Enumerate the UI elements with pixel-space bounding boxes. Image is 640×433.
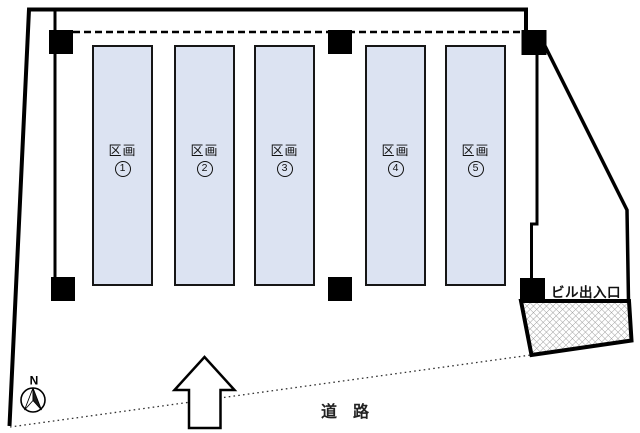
section-4-label: 区画: [381, 142, 410, 158]
entrance-arrow-icon: [171, 355, 238, 430]
section-1-number: 1: [114, 160, 131, 177]
site-boundary-left-top: [7, 7, 528, 427]
pillar-top-middle: [328, 30, 352, 54]
building-forecourt-hatched-area: [518, 299, 634, 358]
pillar-top-left: [49, 30, 73, 54]
pillar-bottom-left: [51, 277, 75, 301]
road-label: 道 路: [321, 404, 370, 421]
site-boundary-right: [543, 45, 631, 302]
pillar-bottom-middle: [328, 277, 352, 301]
section-2: 区画 2: [174, 45, 235, 286]
pillar-top-right: [521, 30, 547, 55]
section-1-label: 区画: [108, 142, 137, 158]
section-4: 区画 4: [365, 45, 426, 286]
section-5-label: 区画: [461, 142, 490, 158]
section-4-number: 4: [387, 160, 404, 177]
compass-north-label: N: [30, 374, 39, 388]
section-3-label: 区画: [270, 142, 299, 158]
inner-wall-right: [530, 54, 539, 278]
section-5: 区画 5: [445, 45, 506, 286]
road-boundary-dotted-line: [9, 354, 532, 428]
pillar-bottom-right: [520, 278, 545, 302]
north-compass-icon: N: [20, 374, 46, 413]
section-1: 区画 1: [92, 45, 153, 286]
section-3: 区画 3: [254, 45, 315, 286]
section-2-number: 2: [196, 160, 213, 177]
building-entrance-label: ビル出入口: [551, 285, 621, 300]
section-2-label: 区画: [190, 142, 219, 158]
section-3-number: 3: [276, 160, 293, 177]
section-5-number: 5: [467, 160, 484, 177]
